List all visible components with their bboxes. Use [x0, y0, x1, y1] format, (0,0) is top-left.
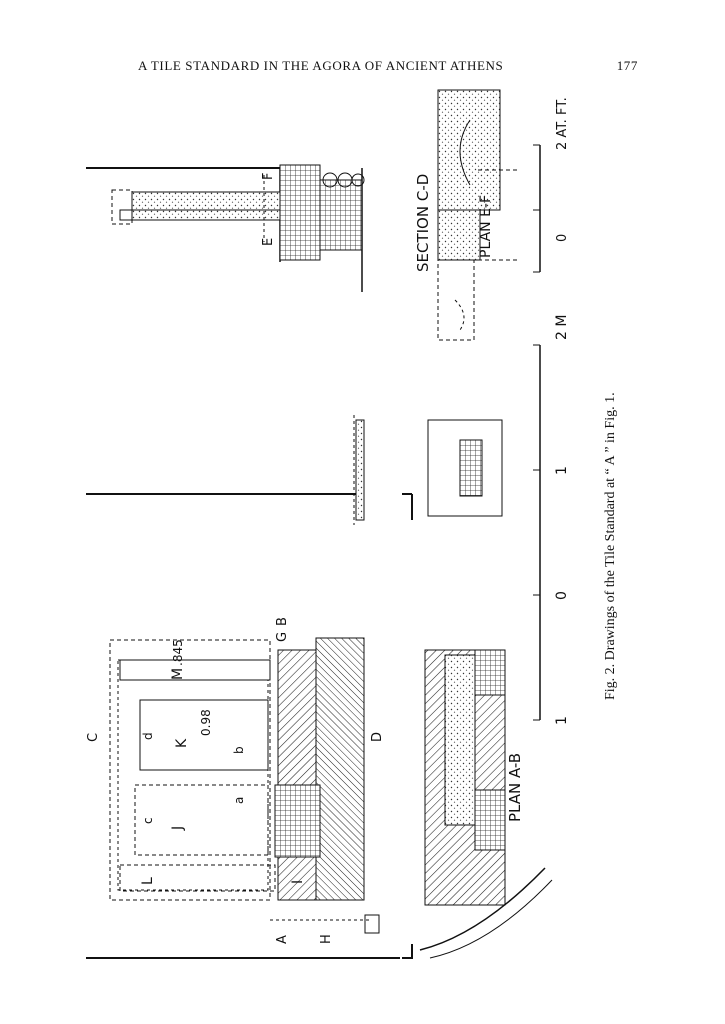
label-section-cd: SECTION C-D — [414, 174, 432, 272]
label-g: G — [275, 632, 290, 642]
label-scale-metres: 2 M — [554, 315, 570, 340]
section-cd-drawing — [86, 164, 365, 292]
label-f: F — [261, 173, 276, 180]
sublabel-d: d — [141, 732, 155, 740]
label-plan-ef: PLAN E-F — [478, 195, 494, 258]
scale-feet-zero: 0 — [555, 234, 570, 242]
label-j: J — [170, 826, 186, 831]
sublabel-c: c — [141, 817, 155, 824]
label-a: A — [275, 935, 290, 944]
running-title: A TILE STANDARD IN THE AGORA OF ANCIENT … — [138, 58, 504, 73]
label-i: I — [290, 880, 306, 884]
figure-caption: Fig. 2. Drawings of the Tile Standard at… — [603, 392, 618, 700]
scale-metres-zero: 0 — [554, 591, 570, 600]
scale-bar-metres — [533, 344, 541, 721]
sublabel-b: b — [232, 746, 246, 754]
running-head: A TILE STANDARD IN THE AGORA OF ANCIENT … — [138, 58, 678, 78]
plan-ef-drawing — [437, 89, 520, 341]
sublabel-a: a — [232, 797, 246, 804]
label-d: D — [370, 732, 385, 742]
dimension-k: 0.98 — [199, 709, 213, 736]
label-b: B — [275, 617, 290, 626]
elevation-posts — [86, 415, 503, 525]
scale-metres-one: 1 — [554, 466, 570, 475]
scale-bar-feet — [533, 144, 541, 273]
dimension-m: .845 — [171, 639, 185, 666]
label-l: L — [140, 877, 156, 885]
label-plan-ab: PLAN A-B — [506, 753, 524, 822]
label-c: C — [86, 733, 101, 742]
label-e: E — [261, 238, 276, 246]
scale-metres-minus-one: 1 — [554, 716, 570, 725]
plan-ab-drawing — [402, 649, 553, 959]
label-scale-feet: 2 AT. FT. — [555, 97, 570, 150]
label-h: H — [319, 934, 334, 944]
elevation-ab-drawing — [86, 637, 400, 959]
label-k: K — [174, 738, 190, 748]
page-number: 177 — [616, 58, 638, 73]
label-m: M — [170, 668, 186, 680]
